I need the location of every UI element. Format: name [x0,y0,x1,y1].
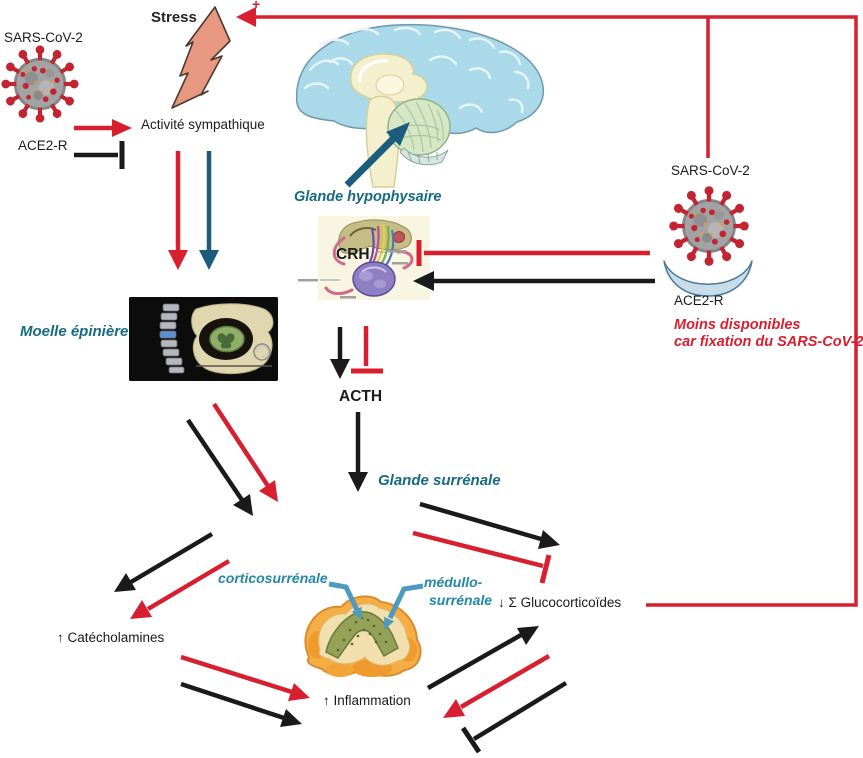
arrow-sympathetic-to-spinal-red [168,151,188,270]
arrow-adrenal-to-glucocorticoids-black [419,501,560,549]
plus-sign: + [252,0,261,12]
arrow-crh-to-acth-black [330,327,350,379]
ace2-right-label: ACE2-R [674,293,724,308]
pointer-corticosurrenale [328,581,362,620]
inhibitor-sars-to-crh-red [416,240,650,266]
inflammation-label: ↑ Inflammation [323,693,411,708]
inhibitor-crh-to-acth-red [351,326,383,374]
inhibitor-adrenal-to-glucocorticoids-red [412,530,552,584]
crh-label: CRH [336,246,370,263]
adrenal-medulla-label-line2: surrénale [429,592,493,608]
pointer-medullosurrenale [384,583,424,630]
sars-cov-2-virus-icon-right [667,184,751,268]
ace2-left-label: ACE2-R [18,138,68,153]
sars-cov2-left-label: SARS-CoV-2 [4,30,83,45]
sars-cov-2-virus-icon-left [0,44,80,124]
adrenal-medulla-label-line1: médullo- [424,574,483,590]
arrow-right-to-crh-black [413,271,655,291]
ace2-receptor-icon [663,260,753,297]
ace2-less-available-line2: car fixation du SARS-CoV-2 [674,334,863,350]
spinal-cord-label: Moelle épinière [20,323,129,340]
adrenal-gland-label: Glande surrénale [378,472,501,489]
adrenal-cortex-label: corticosurrénale [218,570,328,586]
sars-cov2-right-label: SARS-CoV-2 [671,163,750,178]
sympathetic-activity-label: Activité sympathique [141,117,265,132]
adrenal-gland-illustration [304,595,422,677]
ace2-less-available-line1: Moins disponibles [674,317,801,333]
arrow-adrenal-to-catecholamines-black [114,532,214,592]
spinal-cord-image [129,297,278,381]
pituitary-gland-label: Glande hypophysaire [294,189,442,205]
arrow-catecholamines-to-inflammation-black [180,681,302,727]
arrow-inflammation-to-glucocorticoids-black [426,626,539,690]
arrow-acth-to-adrenal [348,412,368,492]
stress-label: Stress [151,9,197,26]
arrow-adrenal-to-catecholamines-red [130,559,231,619]
arrow-catecholamines-to-inflammation-red [180,654,310,701]
arrow-spinal-to-adrenal-black [186,418,253,516]
arrow-sympathetic-to-spinal-blue [199,151,219,270]
inhibitor-ace2-to-sympathetic [74,141,125,169]
pituitary-illustration [298,216,430,300]
glucocorticoids-label: ↓ Σ Glucocorticoïdes [498,595,622,610]
brain-illustration [295,23,545,188]
catecholamines-label: ↑ Catécholamines [57,630,165,645]
arrow-spinal-to-adrenal-red [212,402,278,502]
acth-label: ACTH [339,388,383,405]
arrow-glucocorticoids-to-inflammation-red [443,654,551,718]
stress-bolt-icon [171,6,231,109]
feedback-loop-to-stress [236,7,858,607]
arrow-virus-to-sympathetic [74,119,132,137]
inhibitor-glucocorticoids-to-inflammation-black [460,681,568,754]
pituitary-pointer-arrow [344,122,410,188]
